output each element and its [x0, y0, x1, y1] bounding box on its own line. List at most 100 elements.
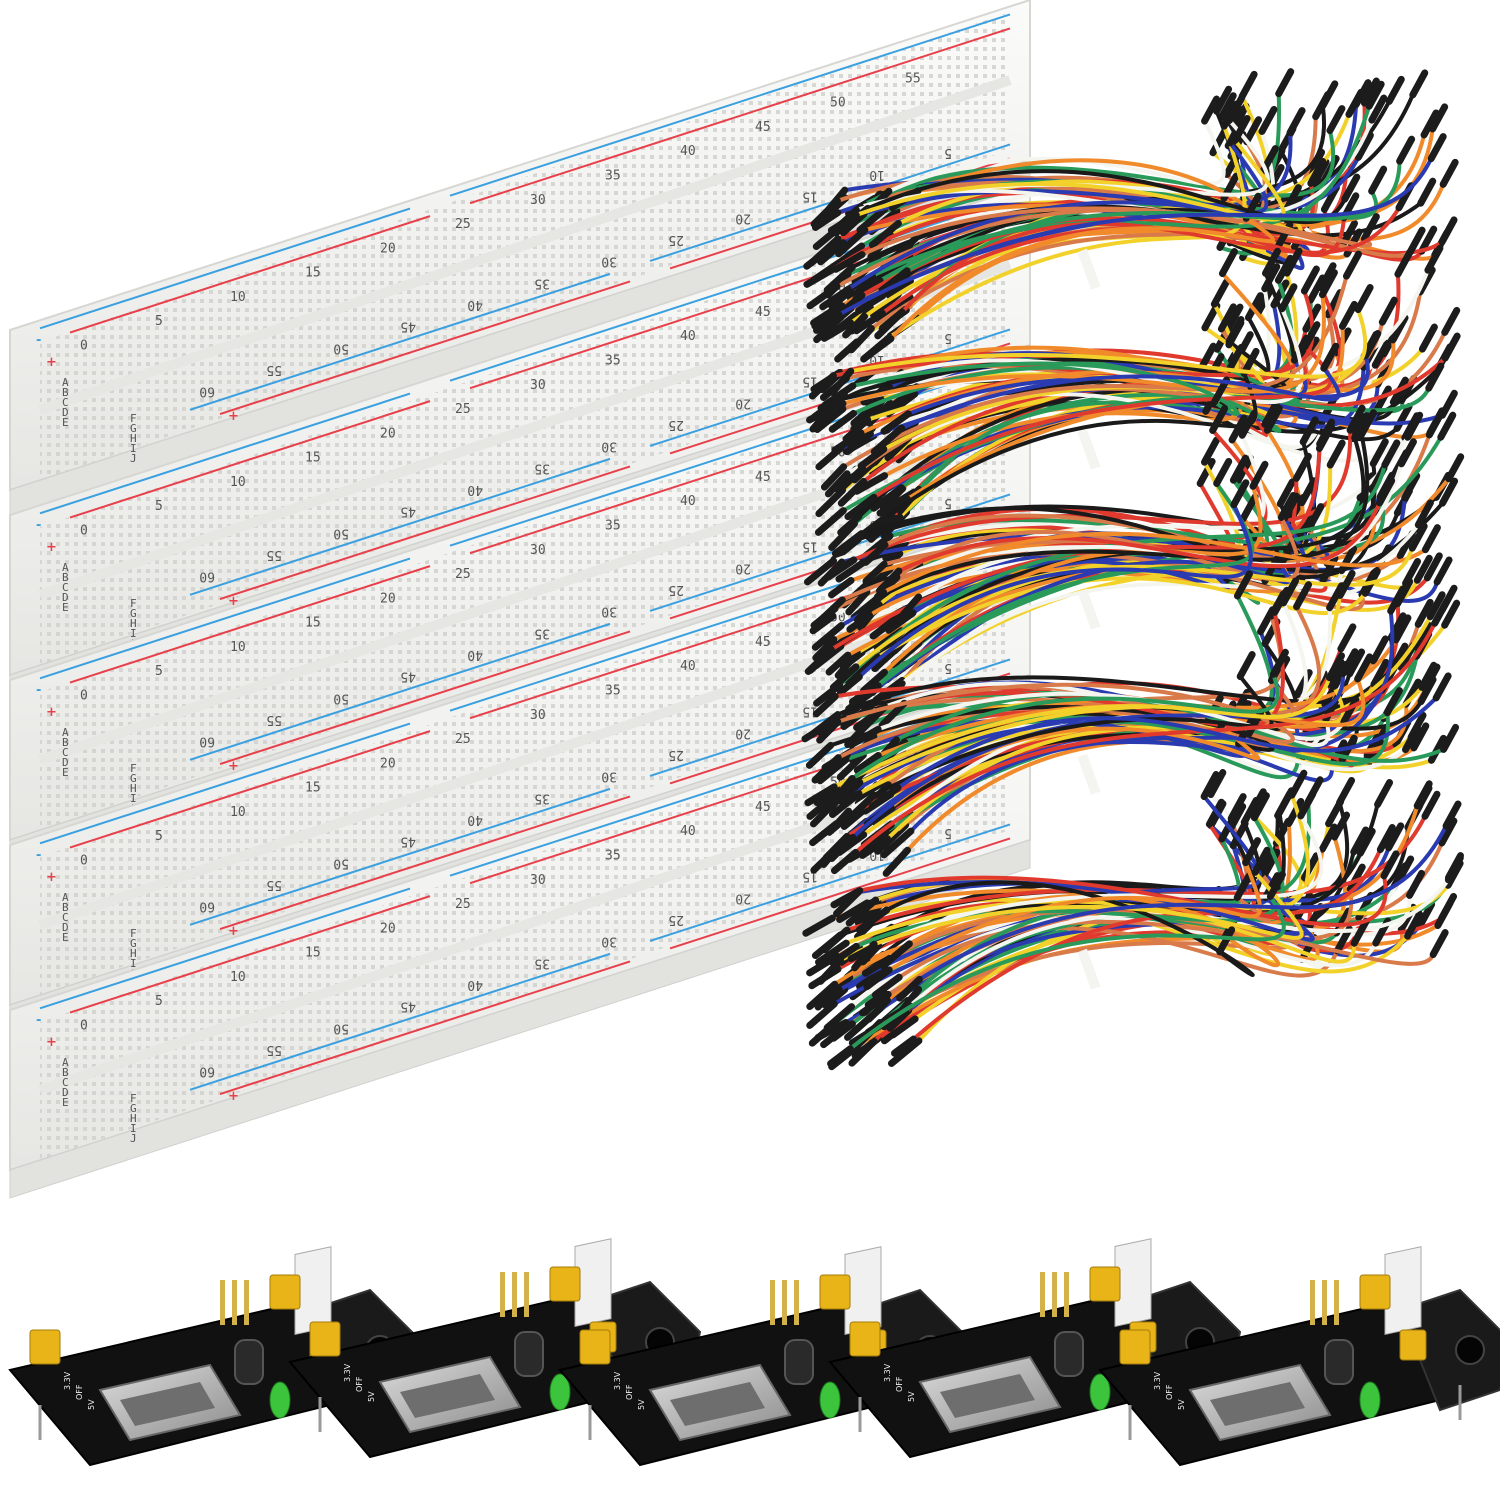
column-number: 55 [266, 877, 282, 892]
jumper-pin [1213, 85, 1233, 115]
row-letter: D [62, 591, 69, 604]
row-letter: F [130, 412, 137, 425]
jumper-pin [823, 263, 856, 294]
jumper-pin [1277, 492, 1297, 522]
column-number: 55 [266, 362, 282, 377]
jumper-wire [847, 925, 1340, 980]
pcb-label: OFF [625, 1384, 634, 1400]
jumper-pin [1266, 870, 1286, 900]
rail-blue-line [189, 787, 611, 926]
jumper-pin [1229, 454, 1249, 484]
jumper-pin [1350, 917, 1370, 947]
jumper-pin [1298, 477, 1318, 507]
column-number: 40 [680, 494, 696, 509]
jumper-wire [845, 814, 1427, 933]
jumper-pin [1385, 822, 1405, 852]
jumper-pin [882, 846, 911, 877]
jumper-pin [847, 325, 875, 354]
column-number: 5 [944, 330, 952, 345]
row-letter: G [130, 772, 137, 785]
jumper-pin [822, 832, 851, 862]
column-number: 40 [467, 812, 483, 827]
column-number: 5 [944, 145, 952, 160]
row-letter: C [62, 1076, 69, 1089]
jumper-pin [847, 725, 882, 749]
column-number: 45 [400, 319, 416, 334]
plus-mark: + [228, 1089, 239, 1104]
column-number: 25 [455, 217, 471, 232]
row-letter: B [62, 901, 69, 914]
jumper-pin [1383, 687, 1403, 717]
jumper-pin [836, 751, 867, 781]
minus-mark: - [36, 1013, 41, 1028]
row-letter: C [62, 396, 69, 409]
jumper-pin [828, 409, 858, 433]
jumper-pin [851, 940, 878, 972]
jumper-pin [1395, 855, 1415, 885]
jumper-pin [1354, 131, 1374, 161]
jumper-wire [884, 880, 1255, 978]
jumper-pin [1236, 651, 1256, 681]
row-letter: I [130, 957, 137, 970]
column-number: 25 [455, 897, 471, 912]
jumper-pin [808, 711, 842, 738]
row-letter: H [130, 947, 137, 960]
jumper-pin [804, 646, 835, 676]
usb-port-inner [670, 1382, 765, 1426]
voltage-jumper [29, 1329, 61, 1365]
jumper-pin [836, 899, 871, 924]
header-pin [232, 1280, 237, 1325]
jumper-wire [841, 274, 1349, 469]
jumper-pin [814, 1018, 850, 1042]
jumper-pin [1250, 792, 1270, 822]
cable-tie [1077, 248, 1101, 290]
jumper-pin [1240, 796, 1260, 826]
plus-mark: + [228, 924, 239, 939]
jumper-pin [880, 410, 912, 435]
row-letter: B [62, 1066, 69, 1079]
jumper-pin [1223, 148, 1243, 178]
jumper-pin [1318, 269, 1338, 299]
jumper-pin [1278, 283, 1298, 313]
jumper-pin [1371, 339, 1391, 369]
jumper-pin [1200, 771, 1220, 801]
plus-mark: + [228, 594, 239, 609]
jumper-pin [1346, 648, 1366, 678]
column-number: 55 [905, 71, 921, 86]
column-number: 35 [605, 169, 621, 184]
jumper-wire [894, 692, 1446, 763]
row-letter: C [62, 581, 69, 594]
column-number: 50 [333, 855, 349, 870]
row-letter: A [62, 726, 69, 739]
jumper-pin [1217, 303, 1237, 333]
pcb-label: 5V [367, 1391, 376, 1402]
jumper-pin [1418, 661, 1438, 691]
jumper-bundle [801, 569, 1461, 877]
jumper-pin [818, 400, 847, 426]
minus-mark: - [36, 848, 41, 863]
jumper-wire [896, 500, 1382, 573]
pcb-label: 3.3V [613, 1371, 622, 1390]
jumper-pin [1438, 216, 1458, 246]
jumper-pin [1380, 850, 1400, 880]
jumper-wire [850, 671, 1345, 840]
jumper-pin [1346, 404, 1366, 434]
jumper-pin [1293, 581, 1313, 611]
pcb-label: 3.3V [1153, 1371, 1162, 1390]
jumper-pin [1387, 585, 1407, 615]
row-letter: G [130, 422, 137, 435]
row-letter: H [130, 782, 137, 795]
rail-blue-line [189, 272, 611, 411]
jumper-pin [842, 416, 872, 443]
rail-blue-line [189, 457, 611, 596]
jumper-pin [870, 484, 906, 512]
jumper-pin [1432, 672, 1452, 702]
column-number: 15 [802, 539, 818, 554]
jumper-wire [876, 481, 1255, 688]
pcb-label: 3.3V [343, 1363, 352, 1382]
column-number: 15 [305, 946, 321, 961]
jumper-pin [1394, 248, 1414, 278]
jumper-pin [1341, 173, 1361, 203]
jumper-pin [1406, 226, 1426, 256]
